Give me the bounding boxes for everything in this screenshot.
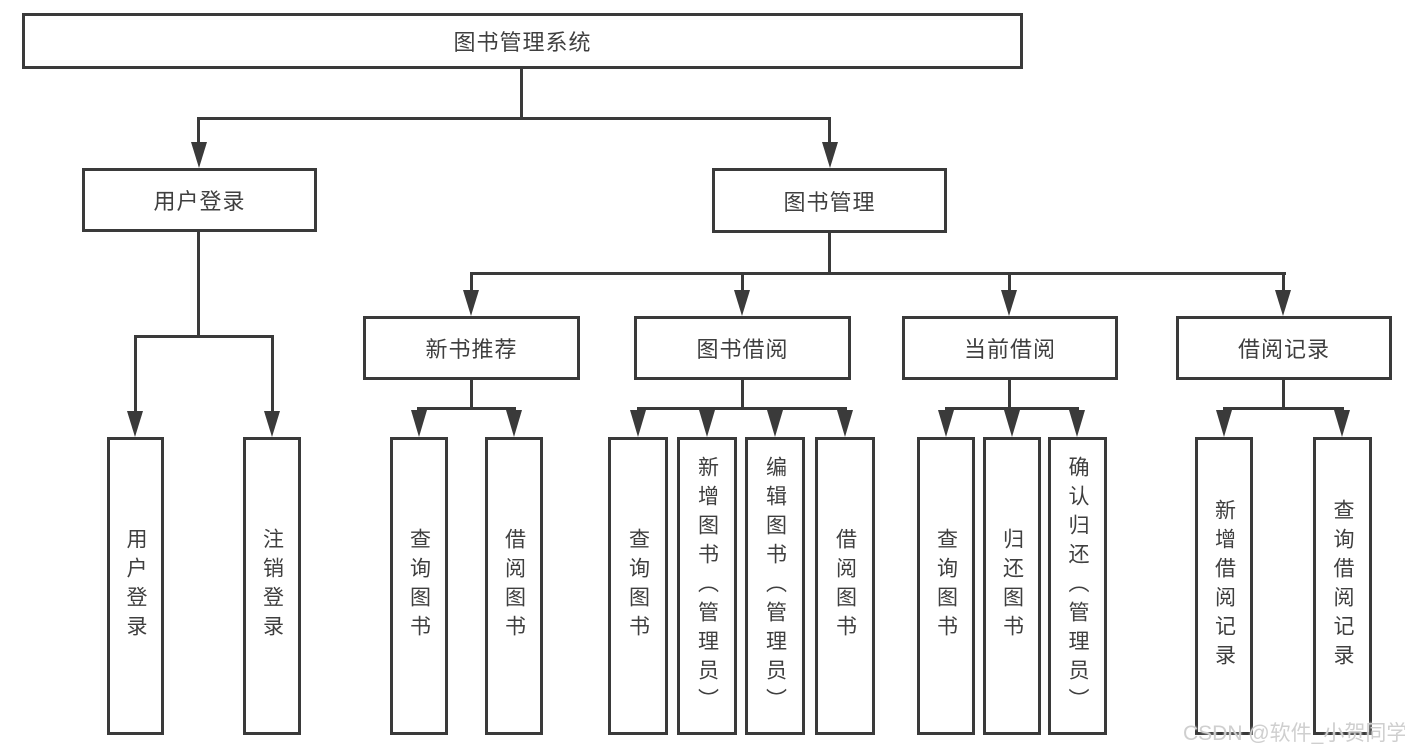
leaf-current-confirm-return-admin: 确认归还（管理员） [1048, 437, 1107, 735]
leaf-user-login: 用户登录 [107, 437, 164, 735]
arrow-to-records-add [1216, 410, 1232, 437]
arrow-to-borrow-add [699, 410, 715, 437]
node-user-login-label: 用户登录 [153, 189, 246, 214]
connector-l3-rail [470, 272, 1286, 275]
leaf-recommend-query-books: 查询图书 [390, 437, 448, 735]
arrow-to-borrow-edit [767, 410, 783, 437]
connector-borrow-stem [741, 380, 744, 410]
leaf-current-return-books-label: 归还图书 [1000, 528, 1024, 644]
node-borrow-records-label: 借阅记录 [1237, 337, 1330, 362]
connector-recommend-rail [417, 407, 516, 410]
arrow-to-leaf-logout [264, 411, 280, 437]
arrow-to-current-return [1004, 410, 1020, 437]
leaf-borrow-add-books-admin-label: 新增图书（管理员） [695, 455, 719, 717]
connector-l3-stub-4 [1282, 272, 1285, 292]
leaf-current-return-books: 归还图书 [983, 437, 1041, 735]
arrow-to-borrow-query [630, 410, 646, 437]
leaf-recommend-query-books-label: 查询图书 [407, 528, 431, 644]
connector-l2-left-stub [197, 117, 200, 144]
node-library-system: 图书管理系统 [22, 13, 1023, 69]
leaf-recommend-borrow-books-label: 借阅图书 [502, 528, 526, 644]
leaf-logout-label: 注销登录 [260, 528, 284, 644]
arrow-to-borrow-records [1275, 290, 1291, 316]
leaf-records-add-record: 新增借阅记录 [1195, 437, 1253, 735]
leaf-records-query-record-label: 查询借阅记录 [1331, 499, 1354, 673]
node-borrow-records: 借阅记录 [1176, 316, 1392, 380]
connector-l3-stub-2 [741, 272, 744, 292]
connector-user-stem [197, 232, 200, 338]
leaf-current-query-books: 查询图书 [917, 437, 975, 735]
arrow-to-current-query [938, 410, 954, 437]
arrow-to-leaf-user-login [127, 411, 143, 437]
connector-recommend-stem [470, 380, 473, 410]
node-book-borrow: 图书借阅 [634, 316, 851, 380]
node-book-management: 图书管理 [712, 168, 947, 233]
arrow-to-book-borrow [734, 290, 750, 316]
connector-user-stub-1 [134, 335, 137, 413]
leaf-borrow-lend-books: 借阅图书 [815, 437, 875, 735]
leaf-borrow-lend-books-label: 借阅图书 [833, 528, 857, 644]
arrow-to-book-management [822, 142, 838, 168]
leaf-borrow-edit-books-admin-label: 编辑图书（管理员） [763, 455, 787, 717]
arrow-to-recommend-borrow [506, 410, 522, 437]
connector-user-rail [134, 335, 274, 338]
node-book-borrow-label: 图书借阅 [696, 337, 789, 362]
node-book-management-label: 图书管理 [783, 189, 876, 215]
node-current-borrow: 当前借阅 [902, 316, 1118, 380]
arrow-to-current-confirm [1069, 410, 1085, 437]
connector-l2-rail [197, 117, 831, 120]
connector-records-rail [1223, 407, 1344, 410]
leaf-borrow-add-books-admin: 新增图书（管理员） [677, 437, 737, 735]
arrow-to-recommend-query [411, 410, 427, 437]
leaf-records-add-record-label: 新增借阅记录 [1212, 499, 1236, 673]
connector-l3-stub-1 [470, 272, 473, 292]
node-current-borrow-label: 当前借阅 [963, 337, 1056, 362]
leaf-borrow-query-books-label: 查询图书 [626, 528, 650, 644]
connector-root-stem [520, 69, 523, 118]
connector-mgmt-stem [828, 233, 831, 274]
connector-current-stem [1008, 380, 1011, 410]
arrow-to-user-login [191, 142, 207, 168]
leaf-current-query-books-label: 查询图书 [934, 528, 958, 644]
leaf-current-confirm-return-admin-label: 确认归还（管理员） [1066, 455, 1089, 717]
arrow-to-records-query [1334, 410, 1350, 437]
leaf-recommend-borrow-books: 借阅图书 [485, 437, 543, 735]
connector-current-rail [945, 407, 1079, 410]
arrow-to-new-book-recommend [463, 290, 479, 316]
arrow-to-borrow-lend [837, 410, 853, 437]
node-new-book-recommend: 新书推荐 [363, 316, 580, 380]
leaf-logout: 注销登录 [243, 437, 301, 735]
node-new-book-recommend-label: 新书推荐 [425, 337, 518, 362]
connector-borrow-rail [637, 407, 847, 410]
watermark-text: CSDN @软件_小贺同学 [1183, 722, 1405, 745]
connector-records-stem [1282, 380, 1285, 410]
leaf-records-query-record: 查询借阅记录 [1313, 437, 1372, 735]
watermark: CSDN @软件_小贺同学 [1183, 717, 1405, 747]
connector-l3-stub-3 [1008, 272, 1011, 292]
node-library-system-label: 图书管理系统 [453, 30, 592, 55]
arrow-to-current-borrow [1001, 290, 1017, 316]
leaf-user-login-label: 用户登录 [124, 528, 147, 644]
node-user-login: 用户登录 [82, 168, 317, 232]
leaf-borrow-edit-books-admin: 编辑图书（管理员） [745, 437, 805, 735]
connector-user-stub-2 [271, 335, 274, 413]
leaf-borrow-query-books: 查询图书 [608, 437, 668, 735]
connector-l2-right-stub [828, 117, 831, 144]
